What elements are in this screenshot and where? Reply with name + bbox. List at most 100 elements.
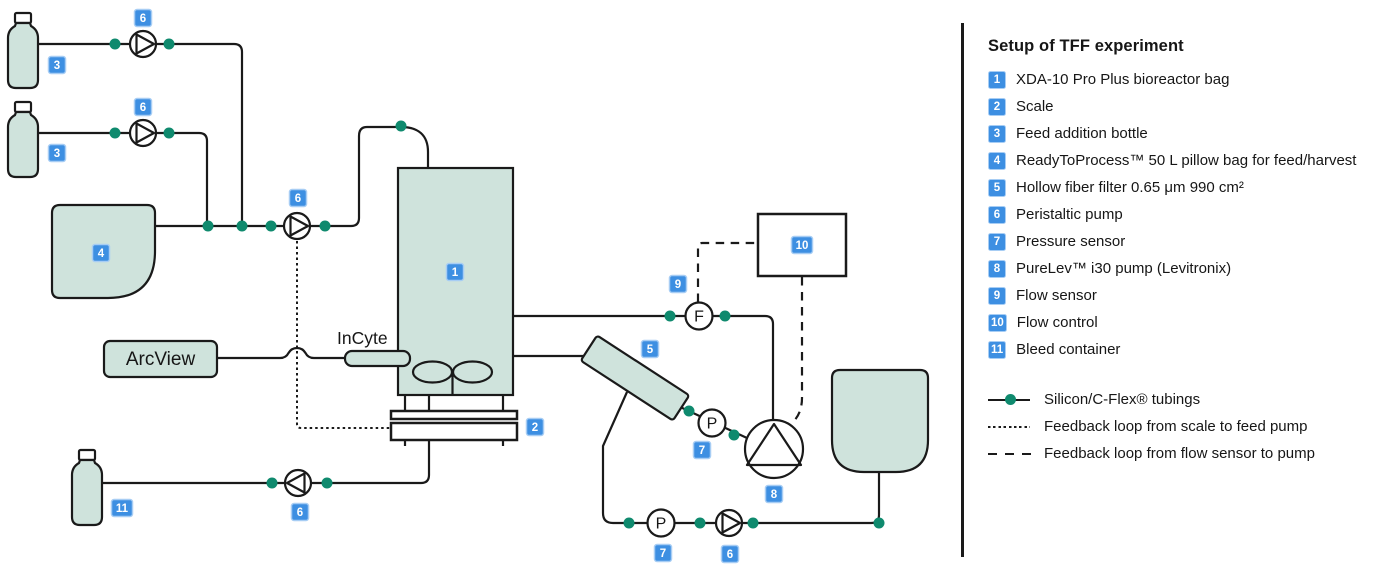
scale: [389, 409, 519, 446]
badge-6-pump-1: 6: [133, 8, 153, 28]
pump-rotor-icon: [745, 422, 803, 467]
harvest-bag: [830, 368, 930, 474]
badge-6-main-feed-pump: 6: [288, 188, 308, 208]
badge-1-bioreactor: 1: [445, 262, 465, 282]
pressure-sensor-letter: P: [707, 416, 718, 433]
legend-item-bleed-container: 11 Bleed container: [988, 336, 1392, 363]
pump-rotor-icon: [721, 512, 742, 534]
bioreactor-bag: [396, 166, 515, 397]
tubing-connector-dots: [109, 38, 885, 529]
peristaltic-pump-main-feed: [282, 211, 312, 241]
tubing-lines: [38, 42, 881, 525]
legend-item-label: Feed addition bottle: [1016, 125, 1148, 142]
legend-item-feed-bottle: 3 Feed addition bottle: [988, 120, 1392, 147]
tubing-dot: [719, 310, 731, 322]
legend-item-pillow-bag: 4 ReadyToProcess™ 50 L pillow bag for fe…: [988, 147, 1392, 174]
tubing-recirculation-top: [513, 314, 775, 420]
badge-5-filter: 5: [640, 339, 660, 359]
pressure-sensor-icon: [697, 408, 727, 438]
legend-item-label: XDA-10 Pro Plus bioreactor bag: [1016, 71, 1230, 88]
tubing-bleed: [102, 441, 431, 485]
legend-item-label: Pressure sensor: [1016, 233, 1126, 250]
bottle-icon: [6, 110, 40, 179]
tubing-dot: [683, 405, 695, 417]
legend-item-label: Scale: [1016, 98, 1054, 115]
badge-3-bottle-2: 3: [47, 143, 67, 163]
legend-item-number: 3: [988, 124, 1006, 143]
purelev-pump: [743, 418, 805, 480]
tubing-dot: [109, 127, 121, 139]
impeller-blade-right: [451, 360, 494, 384]
pump-rotor-icon: [135, 122, 156, 144]
legend-item-label: Flow control: [1016, 314, 1098, 331]
tubing-dot: [321, 477, 333, 489]
tubing-dot: [163, 127, 175, 139]
svg-text:6: 6: [140, 102, 146, 114]
legend-item-bioreactor: 1 XDA-10 Pro Plus bioreactor bag: [988, 66, 1392, 93]
legend-item-filter: 5 Hollow fiber filter 0.65 μm 990 cm²: [988, 174, 1392, 201]
flow-sensor-icon: [684, 301, 714, 331]
pressure-sensor-retentate: P: [697, 408, 727, 438]
legend-item-peristaltic-pump: 6 Peristaltic pump: [988, 201, 1392, 228]
tubing-feed-inlet: [400, 125, 430, 168]
process-flow-diagram: ArcView InCyte: [6, 8, 930, 564]
pump-rotor-icon: [285, 472, 306, 494]
legend-item-scale: 2 Scale: [988, 93, 1392, 120]
incyte-label: InCyte: [337, 328, 388, 348]
svg-text:7: 7: [660, 548, 666, 560]
tubing-dot: [664, 310, 676, 322]
svg-text:11: 11: [116, 503, 129, 515]
tubing-dot: [623, 517, 635, 529]
scale-platform: [389, 409, 519, 421]
peristaltic-pump-feed-1: [128, 29, 158, 59]
bottle-cap-icon: [13, 100, 33, 114]
legend-item-label: Bleed container: [1016, 341, 1121, 358]
scale-feet: [403, 440, 505, 446]
feedback-loops: [296, 241, 804, 429]
badge-9-flow-sensor: 9: [668, 274, 688, 294]
legend-item-number: 2: [988, 97, 1006, 116]
legend-line-keys: Silicon/C-Flex® tubings Feedback loop fr…: [988, 386, 1392, 467]
pressure-sensor-letter: P: [656, 516, 667, 533]
feedback-flow-control-to-pump: [793, 277, 804, 422]
bottle-icon: [6, 21, 40, 90]
legend-item-label: Hollow fiber filter 0.65 μm 990 cm²: [1016, 179, 1244, 196]
legend-divider: [961, 23, 964, 557]
bioreactor-legs: [403, 395, 505, 411]
svg-text:3: 3: [54, 60, 60, 72]
pump-rotor-icon: [135, 33, 156, 55]
legend-item-label: Peristaltic pump: [1016, 206, 1123, 223]
tubing-dot: [163, 38, 175, 50]
feedback-scale-to-feed-pump: [296, 241, 390, 429]
legend-item-number: 10: [988, 313, 1007, 332]
legend-key-flow-feedback: Feedback loop from flow sensor to pump: [988, 440, 1392, 467]
legend-item-label: PureLev™ i30 pump (Levitronix): [1016, 260, 1232, 277]
tubing-feed-bottle-2: [38, 131, 209, 226]
tubing-dot: [873, 517, 885, 529]
svg-text:4: 4: [98, 248, 105, 260]
tubing-dot: [319, 220, 331, 232]
legend-key-label: Feedback loop from scale to feed pump: [1044, 418, 1308, 435]
pressure-sensor-icon: [646, 508, 676, 538]
legend-key-label: Feedback loop from flow sensor to pump: [1044, 445, 1315, 462]
legend-item-purelev-pump: 8 PureLev™ i30 pump (Levitronix): [988, 255, 1392, 282]
tubing-dot: [236, 220, 248, 232]
flow-sensor: F: [684, 301, 714, 331]
badge-11-bleed-container: 11: [110, 498, 134, 518]
badge-6-pump-2: 6: [133, 97, 153, 117]
bottle-icon: [70, 458, 104, 527]
svg-text:7: 7: [699, 445, 705, 457]
scale-body: [389, 421, 519, 442]
badge-7-pressure-retentate: 7: [692, 440, 712, 460]
badge-10-flow-control: 10: [790, 235, 814, 255]
legend-key-tubing: Silicon/C-Flex® tubings: [988, 386, 1392, 413]
legend-item-number: 11: [988, 340, 1007, 359]
tubing-dot: [395, 120, 407, 132]
legend-item-flow-control: 10 Flow control: [988, 309, 1392, 336]
bottle-cap-icon: [13, 11, 33, 25]
feed-bottle-1: [6, 11, 40, 90]
legend-item-number: 1: [988, 70, 1006, 89]
badge-6-bleed-pump: 6: [290, 502, 310, 522]
dotted-line-icon: [988, 418, 1034, 436]
svg-text:2: 2: [532, 422, 538, 434]
